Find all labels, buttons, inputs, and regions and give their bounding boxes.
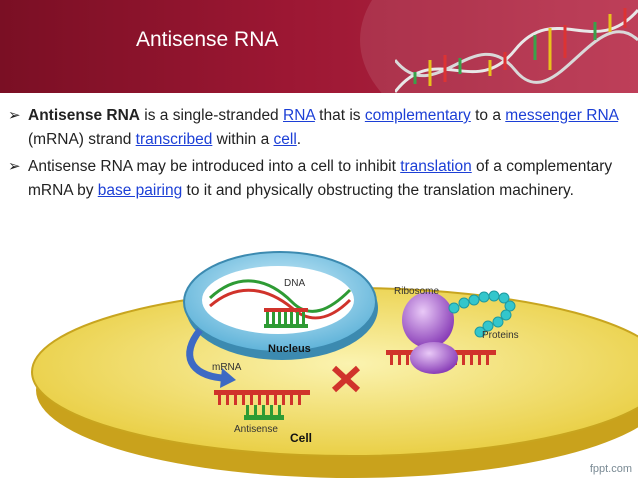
label-cell: Cell xyxy=(290,431,312,445)
title-bar: Antisense RNA xyxy=(0,0,638,93)
export-arrow xyxy=(186,327,223,382)
bullet-1-bold: Antisense RNA xyxy=(28,107,140,124)
bullet-1-text-a: is a single-stranded xyxy=(139,107,283,124)
label-ribosome: Ribosome xyxy=(394,286,439,297)
dna-strand-1 xyxy=(208,279,352,313)
antisense-strand xyxy=(244,405,284,420)
label-proteins: Proteins xyxy=(482,330,519,341)
bullet-1-text-b: that is xyxy=(314,107,365,124)
link-cell[interactable]: cell xyxy=(273,131,297,148)
bullet-list: ➢ Antisense RNA is a single-stranded RNA… xyxy=(6,104,634,206)
export-arrow-head xyxy=(220,368,236,388)
ribosome-large-subunit xyxy=(402,292,454,348)
mrna-strand xyxy=(214,390,310,405)
ribosome-small-subunit xyxy=(410,342,458,374)
dna-helix-icon xyxy=(395,8,638,93)
label-nucleus: Nucleus xyxy=(268,343,311,355)
link-messenger-rna[interactable]: messenger RNA xyxy=(505,107,619,124)
bullet-arrow-icon: ➢ xyxy=(8,158,21,175)
label-mrna: mRNA xyxy=(212,362,242,373)
link-complementary[interactable]: complementary xyxy=(364,107,471,124)
bullet-2-text-c: to it and physically obstructing the tra… xyxy=(182,182,574,199)
link-rna[interactable]: RNA xyxy=(283,107,315,124)
dna-bases xyxy=(264,308,308,328)
bullet-1-text-f: . xyxy=(296,131,302,148)
bullet-1-text-d: (mRNA) strand xyxy=(28,131,136,148)
protein-chain xyxy=(448,290,516,338)
bullet-1-text-e: within a xyxy=(212,131,274,148)
slide-title: Antisense RNA xyxy=(136,28,279,51)
bullet-2: ➢ Antisense RNA may be introduced into a… xyxy=(6,155,634,203)
label-antisense: Antisense xyxy=(234,424,278,435)
bullet-1: ➢ Antisense RNA is a single-stranded RNA… xyxy=(6,104,634,152)
block-x-2 xyxy=(331,365,361,393)
bullet-1-text-c: to a xyxy=(470,107,506,124)
antisense-cell-diagram: DNA Nucleus mRNA Antisense Ribosome Prot… xyxy=(31,251,638,478)
label-dna: DNA xyxy=(284,278,305,289)
bullet-arrow-icon: ➢ xyxy=(8,107,21,124)
link-base-pairing[interactable]: base pairing xyxy=(97,182,183,199)
dna-strand-2 xyxy=(209,288,352,320)
bullet-2-text-a: Antisense RNA may be introduced into a c… xyxy=(28,158,401,175)
watermark: fppt.com xyxy=(589,463,632,475)
link-translation[interactable]: translation xyxy=(400,158,472,175)
bullet-2-text-b: of a complementary mRNA by xyxy=(28,158,613,199)
link-transcribed[interactable]: transcribed xyxy=(135,131,213,148)
